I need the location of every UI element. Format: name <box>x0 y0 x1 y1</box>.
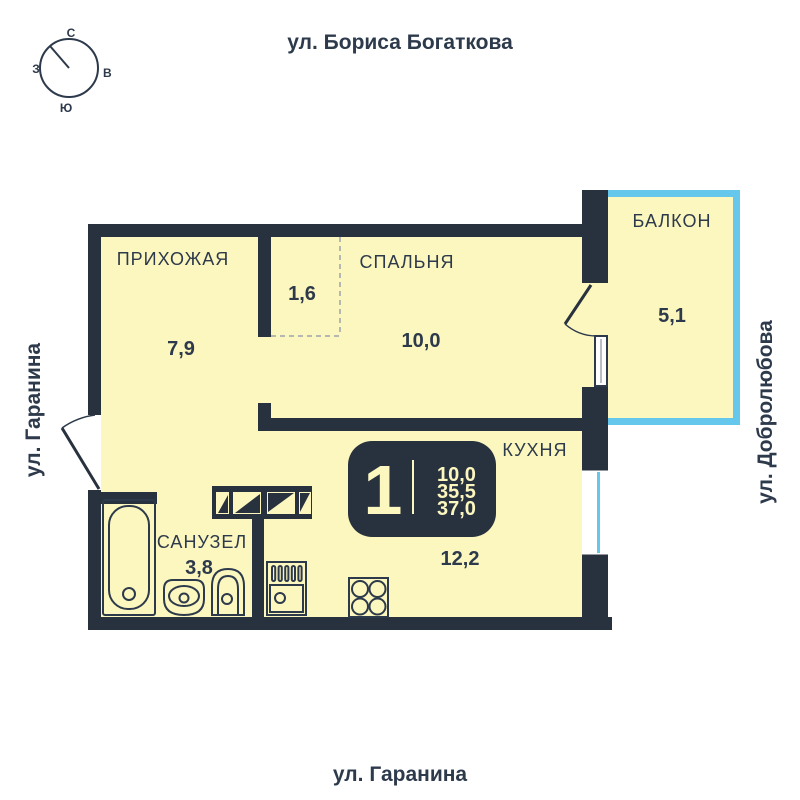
stove-icon <box>348 577 389 618</box>
wall-left-lower <box>88 490 101 630</box>
walls <box>88 190 612 630</box>
toilet-icon <box>211 567 245 616</box>
street-label-right: ул. Добролюбова <box>754 320 777 504</box>
compass-needle <box>49 45 70 69</box>
bedroom-area: 10,0 <box>402 330 441 352</box>
hallway-label: ПРИХОЖАЯ <box>117 249 230 269</box>
compass-west: З <box>32 62 40 76</box>
balcony-area: 5,1 <box>658 305 686 327</box>
bathtub-icon <box>102 499 156 616</box>
wall-bottom <box>88 617 612 630</box>
wall-closet <box>258 237 271 337</box>
street-label-left: ул. Гаранина <box>22 343 45 478</box>
wall-right-mid <box>582 387 608 467</box>
badge-rooms-count: 1 <box>364 451 403 529</box>
balcony-glazing <box>608 190 740 425</box>
wall-top <box>88 224 582 237</box>
badge-living-area: 10,0 <box>437 464 476 486</box>
sink-icon <box>163 579 205 617</box>
wall-divider-stub <box>258 403 271 418</box>
wall-right-low <box>582 558 608 617</box>
badge-area-no-balcony: 35,5 <box>437 481 476 503</box>
entrance-door <box>60 414 101 490</box>
wall-left-upper <box>88 224 101 415</box>
compass-icon: С В Ю З <box>32 26 112 115</box>
wall-bathroom-stub <box>101 492 157 504</box>
compass-east: В <box>103 66 112 80</box>
kitchen-label: КУХНЯ <box>502 440 567 460</box>
closet-dashed-outline <box>271 237 341 337</box>
compass-north: С <box>67 26 76 40</box>
hallway-area: 7,9 <box>167 338 195 360</box>
bathroom-area: 3,8 <box>185 557 213 579</box>
kitchen-sink-icon <box>266 561 307 616</box>
bathroom-label: САНУЗЕЛ <box>157 532 247 552</box>
wall-right-top-block <box>582 190 608 283</box>
balcony-label: БАЛКОН <box>633 211 712 231</box>
balcony-door <box>563 284 597 337</box>
balcony-floor <box>608 197 733 418</box>
apartment-info-badge: 1 10,0 35,5 37,0 <box>348 441 496 537</box>
kitchen-window <box>582 467 608 558</box>
street-label-top: ул. Бориса Богаткова <box>287 31 513 54</box>
bedroom-balcony-window <box>594 335 608 387</box>
wall-bathroom-kitchen <box>252 505 264 617</box>
compass-south: Ю <box>60 101 72 115</box>
kitchen-area: 12,2 <box>441 548 480 570</box>
wardrobe-icon <box>212 486 312 519</box>
bedroom-label: СПАЛЬНЯ <box>360 252 455 272</box>
wall-bedroom-kitchen <box>258 418 582 431</box>
badge-total-area: 37,0 <box>437 498 476 520</box>
closet-area: 1,6 <box>288 283 316 305</box>
street-label-bottom: ул. Гаранина <box>333 763 468 786</box>
